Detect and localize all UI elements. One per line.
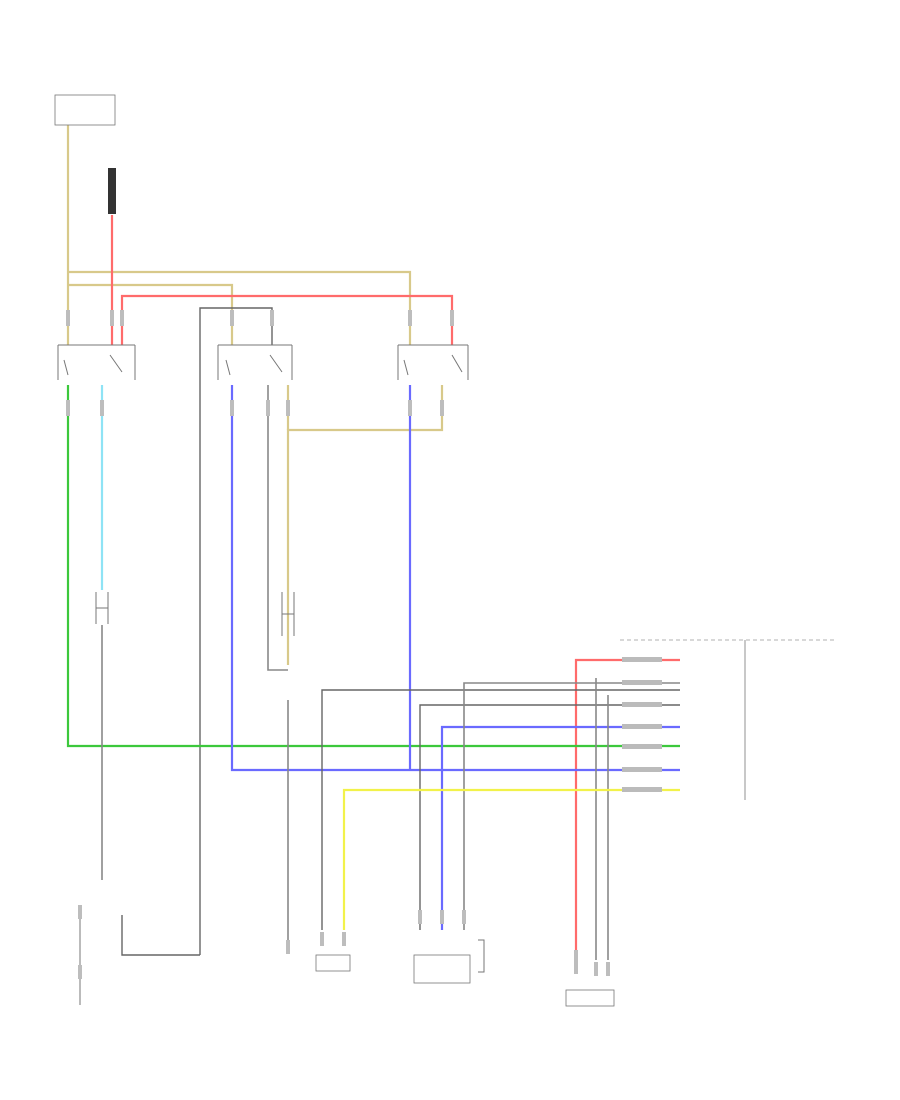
wire-blue-3 <box>440 725 680 930</box>
sensor-3 <box>478 939 485 973</box>
wire-darkgray-fan-ground <box>121 915 200 956</box>
underhood-fuse-box <box>54 94 116 126</box>
wire-tan-relay3-output <box>286 385 444 665</box>
wire-blue-1 <box>230 385 680 772</box>
wire-green <box>66 385 680 748</box>
relay-2 <box>217 344 293 380</box>
pcm-cavities <box>622 657 662 792</box>
pcm <box>620 639 836 800</box>
ac-sw <box>565 950 615 1007</box>
ground-2 <box>286 940 290 954</box>
ground-1 <box>78 905 82 1005</box>
wire-gray-relay2-fan <box>267 385 288 671</box>
wire-darkgray-relay2-loop <box>199 307 273 955</box>
wire-red-relay-bus <box>120 294 454 345</box>
left-fan <box>95 592 109 624</box>
sensor-1 <box>315 932 351 972</box>
relay-1 <box>57 344 136 380</box>
wire-tan-bus-2 <box>68 283 234 345</box>
wire-gray-sensor1 <box>321 689 680 930</box>
wire-gray-sensor2 <box>419 704 680 930</box>
wire-white-sensor2 <box>463 682 680 930</box>
relay-3 <box>397 344 469 380</box>
fuse-icon <box>108 168 116 214</box>
relay-connectors <box>66 310 454 416</box>
sensor-2 <box>413 910 471 984</box>
wire-yellow <box>342 788 680 930</box>
right-fan <box>281 592 295 636</box>
